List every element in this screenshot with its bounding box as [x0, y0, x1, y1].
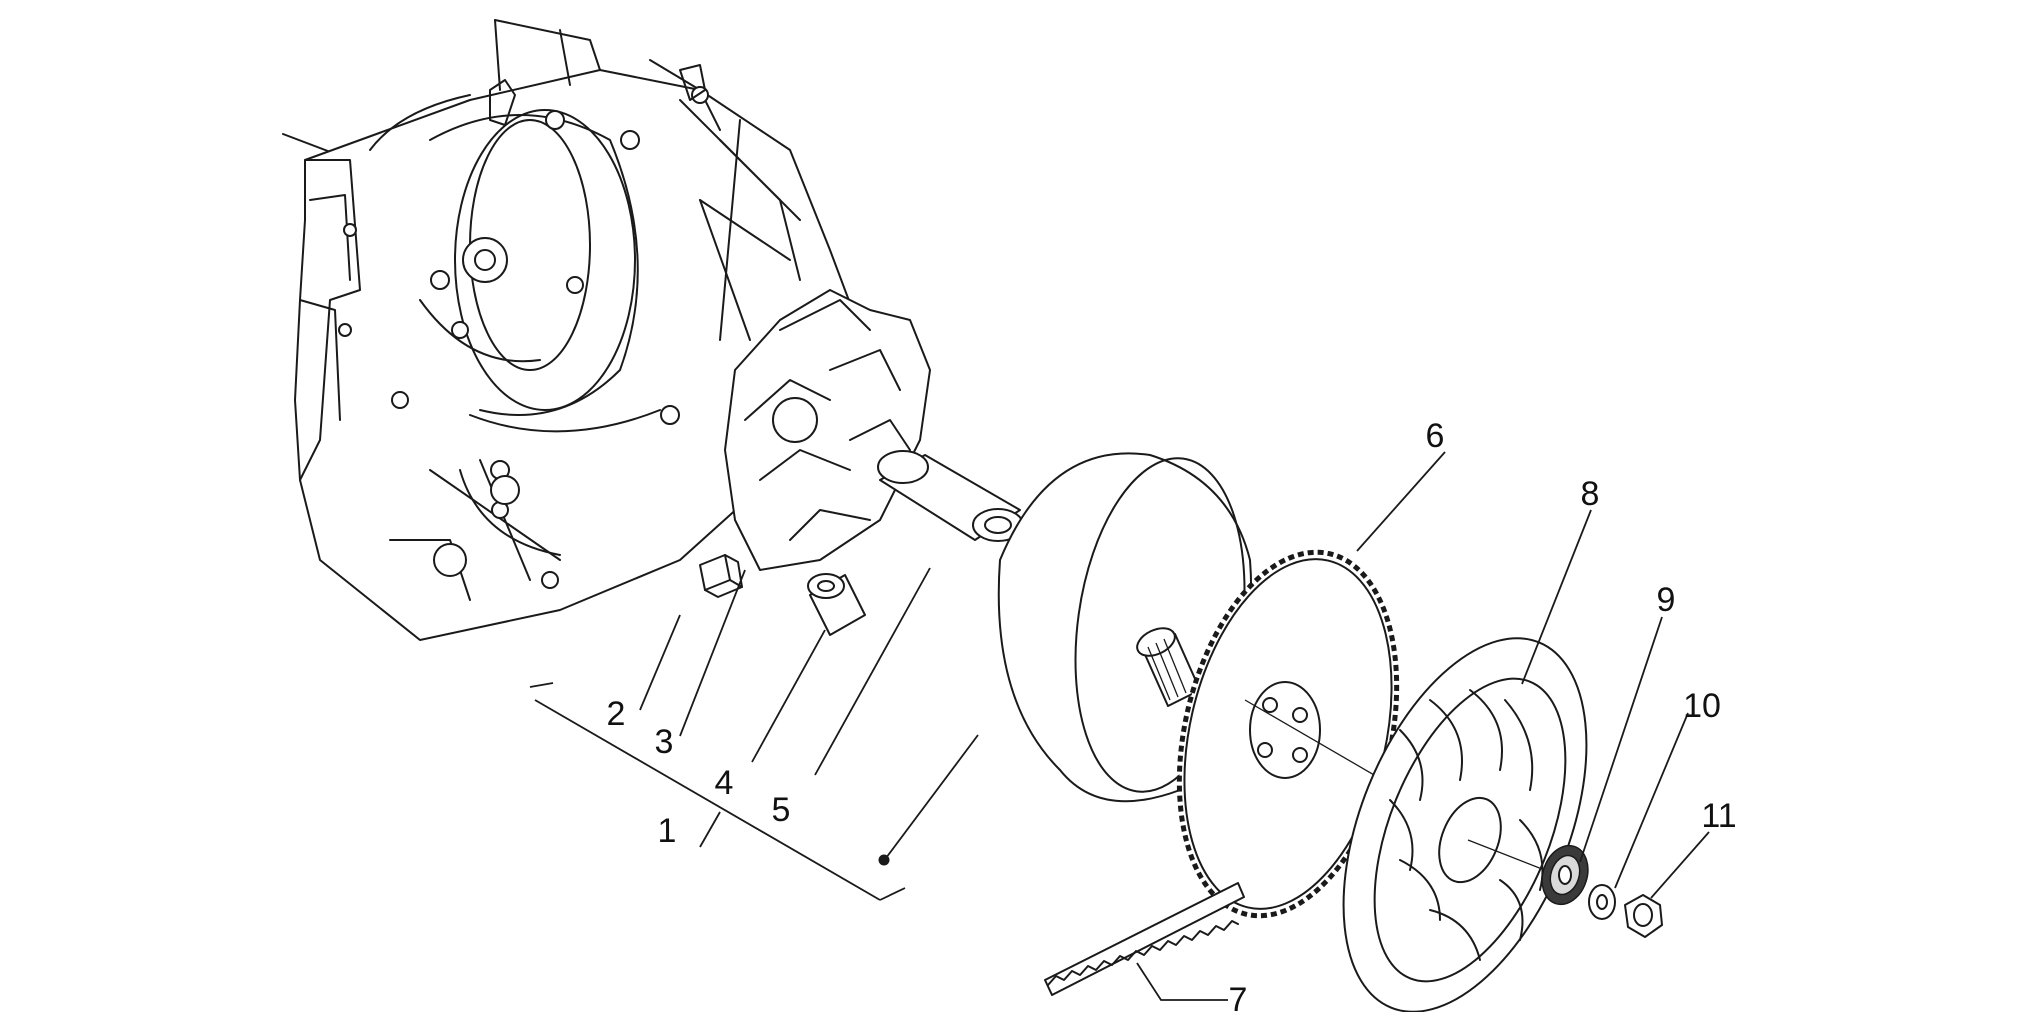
leader-lines — [529, 451, 1710, 1001]
part-4-bushing — [807, 573, 866, 636]
callout-4: 4 — [714, 764, 734, 802]
part-2-block — [699, 554, 743, 598]
callout-10: 10 — [1683, 687, 1721, 725]
leader-dot — [878, 854, 890, 866]
callout-2: 2 — [606, 695, 626, 733]
part-6-toothed-ring — [1176, 549, 1401, 919]
part-11-nut — [1624, 894, 1663, 938]
callout-7: 7 — [1228, 981, 1248, 1019]
callout-1: 1 — [657, 812, 677, 850]
callout-8: 8 — [1580, 475, 1600, 513]
callout-6: 6 — [1425, 417, 1445, 455]
callout-9: 9 — [1656, 581, 1676, 619]
callout-3: 3 — [654, 723, 674, 761]
crankcase — [282, 19, 861, 641]
part-5-sleeve — [877, 450, 1024, 542]
callout-5: 5 — [771, 791, 791, 829]
part-3-pulley-face — [724, 289, 931, 571]
callout-11: 11 — [1701, 797, 1737, 835]
part-10-washer — [1588, 884, 1616, 920]
part-7-rack — [1044, 882, 1245, 996]
part-9-bearing — [1541, 844, 1589, 906]
